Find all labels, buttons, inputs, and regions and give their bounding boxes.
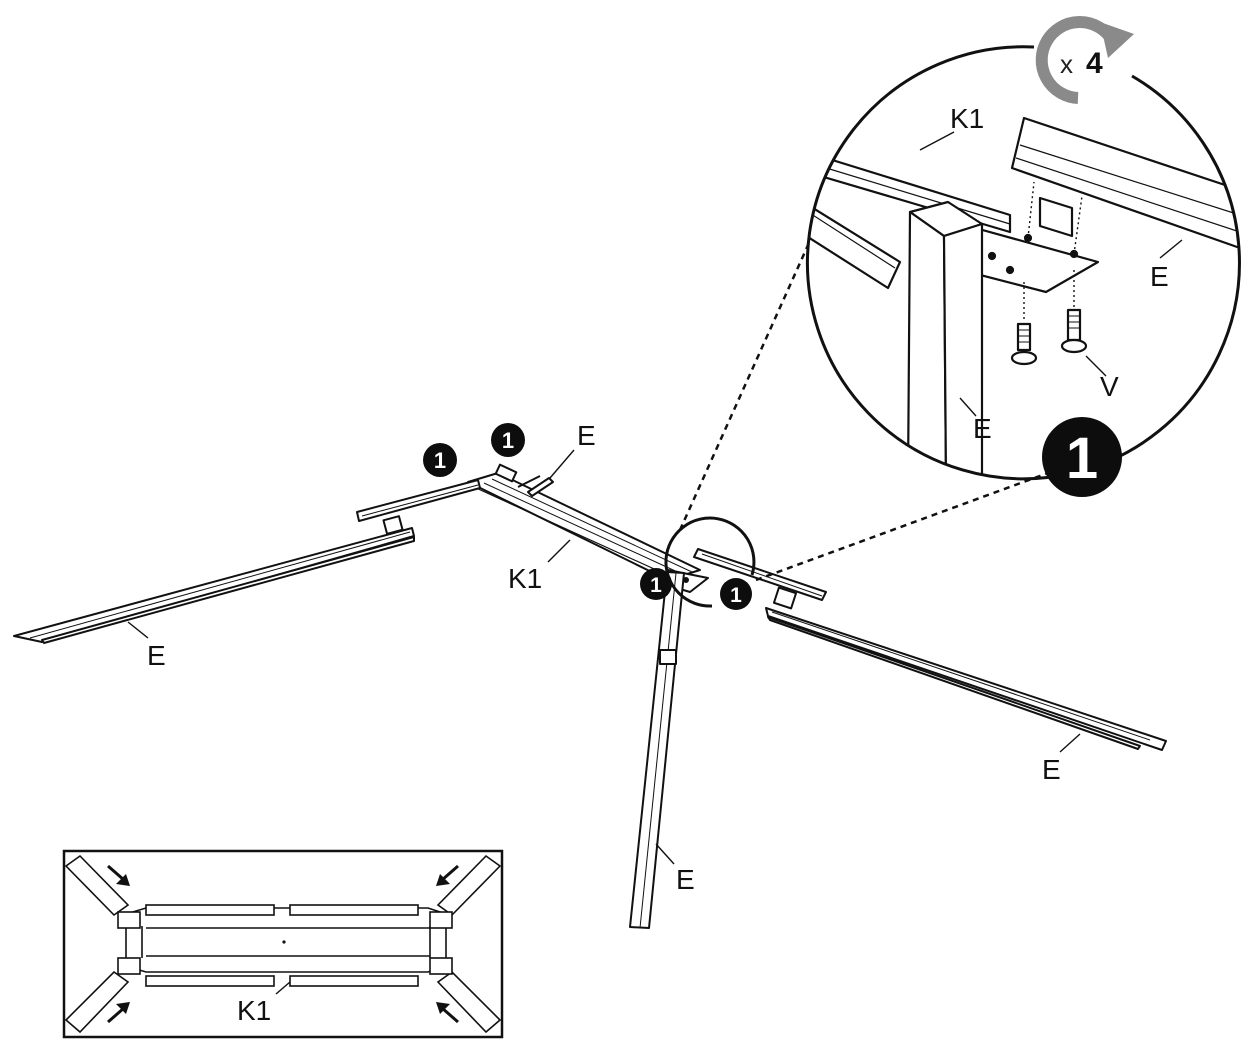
label-e-left: E <box>147 640 166 671</box>
rotation-icon: x 4 <box>1035 16 1134 104</box>
zoom-circle <box>664 516 756 608</box>
main-assembly <box>13 463 1167 929</box>
label-e-leg: E <box>676 864 695 895</box>
step-badge-top: 1 <box>491 423 525 457</box>
label-detail-e-leg: E <box>973 413 992 444</box>
k1-frame-rail <box>467 463 701 581</box>
detail-leader-lines <box>678 213 1049 582</box>
step-badge-left: 1 <box>423 443 457 477</box>
svg-text:1: 1 <box>502 428 514 453</box>
svg-text:1: 1 <box>650 574 662 597</box>
left-beam <box>13 479 481 644</box>
step-badge-joint-left: 1 <box>640 568 672 600</box>
label-e-right: E <box>1042 754 1061 785</box>
part-labels: E K1 E E E K1 E V E <box>127 103 1169 895</box>
step-badge-joint-right: 1 <box>720 578 752 610</box>
svg-text:1: 1 <box>1066 426 1098 491</box>
rotation-count: 4 <box>1086 47 1103 80</box>
leg <box>629 571 685 929</box>
label-detail-v: V <box>1100 371 1119 402</box>
inset-overview: K1 <box>62 849 504 1039</box>
svg-text:1: 1 <box>730 584 742 607</box>
top-short-beam <box>517 475 554 497</box>
right-beam <box>693 548 1167 751</box>
label-detail-k1: K1 <box>950 103 984 134</box>
rotation-multiplier: x <box>1060 49 1073 79</box>
label-inset-k1: K1 <box>237 995 271 1026</box>
screw-right <box>1060 308 1088 354</box>
screw-left <box>1010 322 1038 366</box>
step-badges: 1 1 1 1 1 <box>423 417 1122 610</box>
label-e-top: E <box>577 420 596 451</box>
svg-text:1: 1 <box>434 448 446 473</box>
label-k1-main: K1 <box>508 563 542 594</box>
detail-view <box>805 45 1241 481</box>
label-detail-e-right: E <box>1150 261 1169 292</box>
step-badge-detail: 1 <box>1042 417 1122 497</box>
